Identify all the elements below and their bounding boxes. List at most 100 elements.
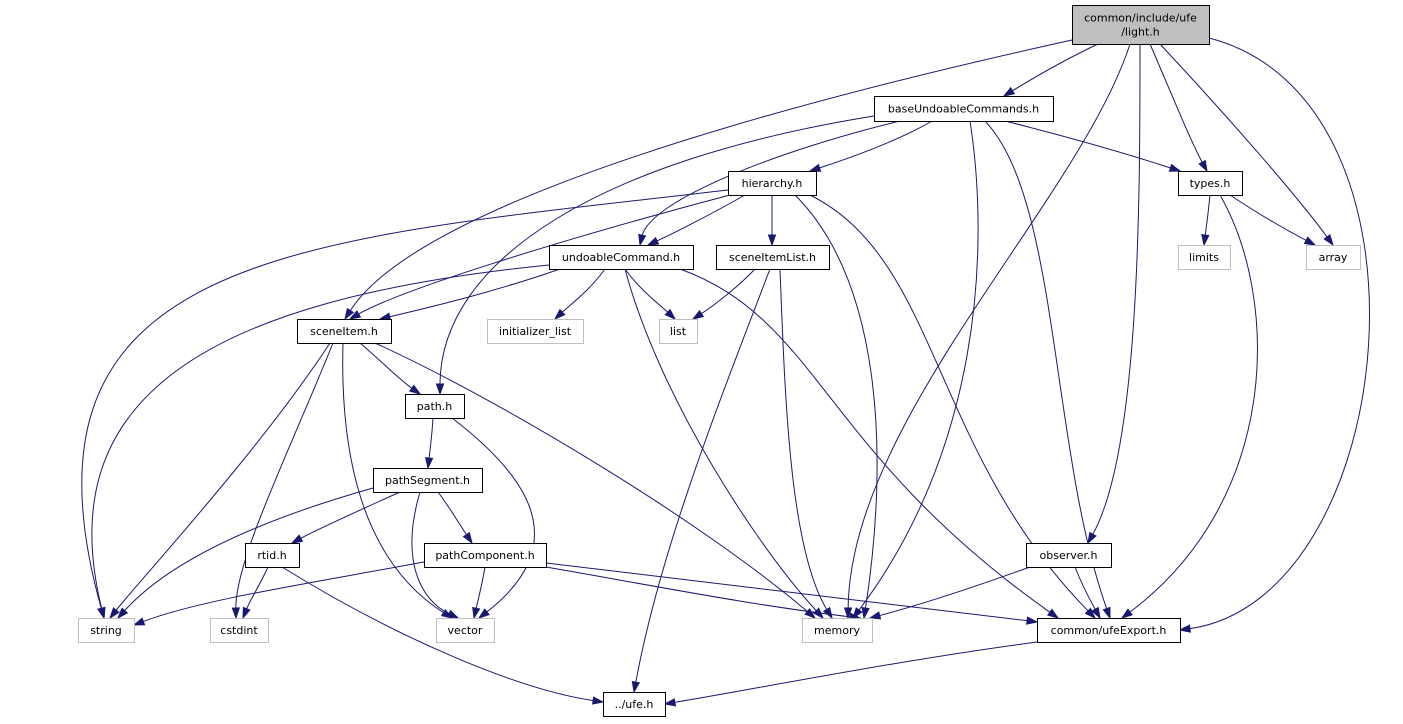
node-box[interactable] xyxy=(728,171,817,196)
arrowhead-icon xyxy=(843,607,853,620)
edge-pathComponent-to-vector xyxy=(472,566,486,620)
arrowhead-icon xyxy=(97,606,106,620)
node-label: initializer_list xyxy=(499,325,572,338)
node-box[interactable] xyxy=(297,319,392,344)
node-hierarchy[interactable]: hierarchy.h xyxy=(728,171,817,196)
node-vector: vector xyxy=(436,618,495,643)
arrowhead-icon xyxy=(1168,163,1182,172)
node-box[interactable] xyxy=(874,96,1054,122)
node-undoableCommand[interactable]: undoableCommand.h xyxy=(549,245,694,270)
node-label: pathSegment.h xyxy=(385,474,470,487)
node-baseUndoableCommands[interactable]: baseUndoableCommands.h xyxy=(874,96,1054,122)
arrowhead-icon xyxy=(664,308,677,321)
node-box[interactable] xyxy=(1072,5,1210,45)
edge-line xyxy=(624,268,669,314)
node-pathSegment[interactable]: pathSegment.h xyxy=(373,468,483,493)
node-types[interactable]: types.h xyxy=(1178,171,1243,196)
node-label: vector xyxy=(448,624,483,637)
node-rtid[interactable]: rtid.h xyxy=(245,543,300,568)
edge-line xyxy=(1128,194,1258,614)
node-string: string xyxy=(78,618,135,643)
node-sceneItemList[interactable]: sceneItemList.h xyxy=(716,245,830,270)
node-pathComponent[interactable]: pathComponent.h xyxy=(424,543,547,568)
arrowhead-icon xyxy=(1303,236,1317,246)
arrowhead-icon xyxy=(435,383,445,396)
node-label: limits xyxy=(1189,251,1219,264)
edge-line xyxy=(545,562,1029,622)
arrowhead-icon xyxy=(109,607,120,620)
edge-pathComponent-to-memory xyxy=(545,566,862,621)
edge-baseUndoableCommands-to-memory xyxy=(852,120,979,620)
node-box[interactable] xyxy=(1026,543,1112,568)
edge-line xyxy=(545,566,852,618)
arrowhead-icon xyxy=(631,680,641,694)
edge-path-to-pathSegment xyxy=(424,417,434,470)
node-initializer_list: initializer_list xyxy=(487,319,584,344)
nodes-layer: common/include/ufe/light.h baseUndoableCo… xyxy=(78,5,1361,717)
node-box[interactable] xyxy=(603,692,666,717)
node-box[interactable] xyxy=(373,468,483,493)
node-label: cstdint xyxy=(220,624,258,637)
node-box[interactable] xyxy=(1037,618,1181,643)
arrowhead-icon xyxy=(822,606,833,620)
node-sceneItem[interactable]: sceneItem.h xyxy=(297,319,392,344)
node-label: ../ufe.h xyxy=(615,698,654,711)
node-box xyxy=(1306,245,1361,270)
edge-light-to-sceneItem xyxy=(344,39,1073,321)
edge-line xyxy=(673,641,1038,704)
arrowhead-icon xyxy=(1201,234,1210,247)
node-box[interactable] xyxy=(405,394,465,419)
edge-baseUndoableCommands-to-ufeExport xyxy=(984,120,1111,620)
edge-light-to-observer xyxy=(1087,43,1141,545)
arrowhead-icon xyxy=(861,606,870,620)
node-label: list xyxy=(670,325,687,338)
arrowhead-icon xyxy=(1178,624,1191,633)
edge-line xyxy=(1004,120,1172,169)
edge-light-to-array xyxy=(1159,43,1334,247)
edge-line xyxy=(245,566,269,610)
node-label: pathComponent.h xyxy=(435,549,534,562)
node-box[interactable] xyxy=(245,543,300,568)
edge-observer-to-ufeExport xyxy=(1074,566,1101,620)
edge-line xyxy=(1011,43,1099,92)
node-label: /light.h xyxy=(1121,26,1160,39)
edge-sceneItemList-to-ufe xyxy=(631,268,771,694)
edge-line xyxy=(91,264,550,610)
node-observer[interactable]: observer.h xyxy=(1026,543,1112,568)
edge-pathComponent-to-ufeExport xyxy=(545,562,1039,625)
node-label: memory xyxy=(814,624,860,637)
node-ufeExport[interactable]: common/ufeExport.h xyxy=(1037,618,1181,643)
node-box xyxy=(487,319,584,344)
node-box[interactable] xyxy=(424,543,547,568)
node-label: hierarchy.h xyxy=(742,177,803,190)
node-light[interactable]: common/include/ufe/light.h xyxy=(1072,5,1210,45)
node-memory: memory xyxy=(802,618,873,643)
edge-sceneItem-to-path xyxy=(359,342,422,395)
edge-line xyxy=(878,566,1031,617)
arrowhead-icon xyxy=(290,534,304,544)
node-box[interactable] xyxy=(716,245,830,270)
edge-line xyxy=(123,487,374,612)
edge-line xyxy=(847,43,1131,610)
edge-ufeExport-to-ufe xyxy=(663,641,1038,707)
edge-light-to-memory xyxy=(843,43,1131,620)
node-path[interactable]: path.h xyxy=(405,394,465,419)
edge-line xyxy=(142,561,425,623)
edge-pathSegment-to-pathComponent xyxy=(437,491,473,545)
node-box[interactable] xyxy=(549,245,694,270)
node-label: array xyxy=(1319,251,1348,264)
edge-line xyxy=(235,342,334,610)
node-box xyxy=(659,319,698,344)
node-ufe[interactable]: ../ufe.h xyxy=(603,692,666,717)
edge-light-to-baseUndoableCommands xyxy=(1002,43,1099,97)
node-label: common/include/ufe xyxy=(1084,12,1197,25)
arrowhead-icon xyxy=(116,607,129,620)
edge-pathSegment-to-string xyxy=(116,487,374,620)
node-box xyxy=(78,618,135,643)
edge-line xyxy=(794,194,878,610)
node-array: array xyxy=(1306,245,1361,270)
node-box xyxy=(436,618,495,643)
node-box[interactable] xyxy=(1178,171,1243,196)
node-cstdint: cstdint xyxy=(210,618,269,643)
edges-layer xyxy=(81,37,1370,707)
